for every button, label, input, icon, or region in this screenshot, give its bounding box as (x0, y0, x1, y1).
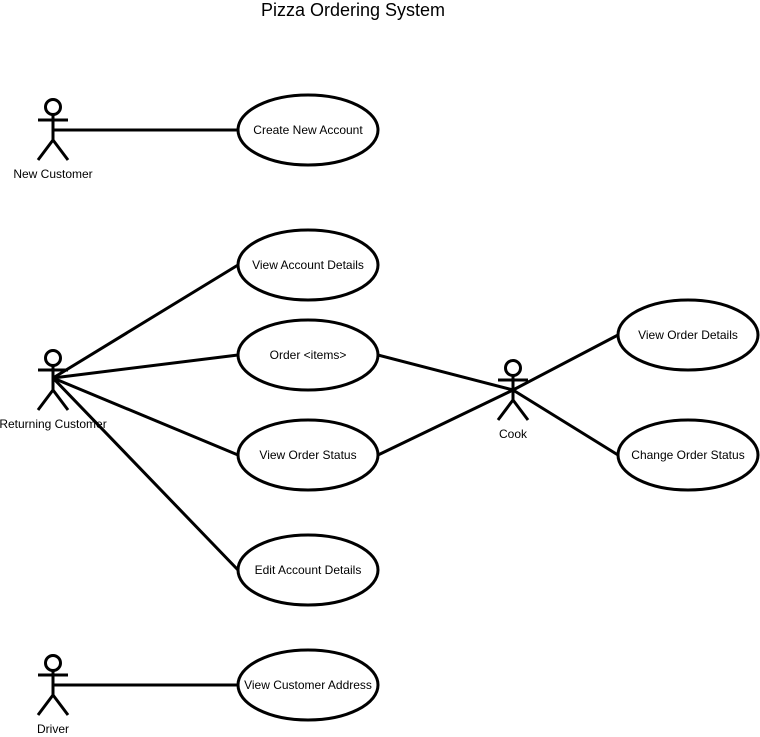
actor-new-customer[interactable]: New Customer (13, 98, 93, 182)
actor-label: New Customer (13, 167, 92, 181)
use-case-label: Edit Account Details (255, 563, 362, 577)
use-case-label: View Order Status (259, 448, 356, 462)
use-case-ellipse (236, 648, 380, 722)
use-case-ellipse (236, 418, 380, 492)
use-case-order-items[interactable]: Order <items> (236, 318, 380, 392)
stick-figure-icon (36, 654, 70, 716)
use-case-change-order-status[interactable]: Change Order Status (616, 418, 760, 492)
use-case-label: Change Order Status (631, 448, 744, 462)
actor-label: Driver (37, 722, 69, 736)
use-case-ellipse (236, 93, 380, 167)
stick-figure-icon (36, 98, 70, 161)
association-cook-change-order-status (512, 388, 619, 457)
use-case-view-account-details[interactable]: View Account Details (236, 228, 380, 302)
use-case-view-customer-address[interactable]: View Customer Address (236, 648, 380, 722)
association-returning-customer-order-items (52, 353, 239, 380)
use-case-ellipse (236, 318, 380, 392)
actor-driver[interactable]: Driver (36, 654, 70, 737)
actor-returning-customer[interactable]: Returning Customer (0, 349, 107, 432)
association-cook-view-order-details (512, 333, 619, 392)
stick-figure-icon (496, 359, 530, 421)
stick-figure-icon (36, 349, 70, 411)
association-cook-view-order-status (377, 388, 514, 457)
use-case-label: View Account Details (252, 258, 364, 272)
actor-cook[interactable]: Cook (496, 359, 530, 442)
association-returning-customer-view-order-status (52, 376, 239, 457)
use-case-view-order-details[interactable]: View Order Details (616, 298, 760, 372)
use-case-label: Order <items> (270, 348, 347, 362)
use-case-ellipse (236, 533, 380, 607)
use-case-label: View Order Details (638, 328, 738, 342)
diagram-title: Pizza Ordering System (261, 0, 445, 20)
association-returning-customer-view-account-details (52, 263, 239, 380)
association-returning-customer-edit-account-details (51, 376, 240, 572)
use-case-create-new-account[interactable]: Create New Account (236, 93, 380, 167)
use-case-label: Create New Account (253, 123, 363, 137)
use-case-ellipse (236, 228, 380, 302)
associations (51, 128, 619, 687)
actor-label: Cook (499, 427, 528, 441)
use-case-view-order-status[interactable]: View Order Status (236, 418, 380, 492)
actor-label: Returning Customer (0, 417, 107, 431)
use-case-edit-account-details[interactable]: Edit Account Details (236, 533, 380, 607)
use-case-label: View Customer Address (244, 678, 372, 692)
use-case-ellipse (616, 418, 760, 492)
use-case-ellipse (616, 298, 760, 372)
association-cook-order-items (377, 353, 514, 392)
